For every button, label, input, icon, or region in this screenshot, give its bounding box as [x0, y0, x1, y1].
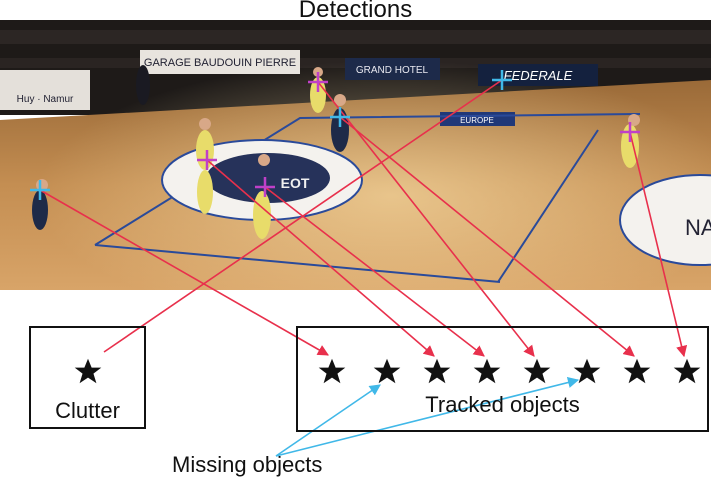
- basketball-court-photo: GARAGE BAUDOUIN PIERRE Huy · Namur GRAND…: [0, 20, 711, 290]
- banner-left-text: Huy · Namur: [17, 94, 74, 105]
- arrow-det-to-track: [39, 189, 329, 356]
- right-circle: [619, 174, 711, 266]
- diagram-title: Detections: [298, 0, 413, 23]
- center-logo: [206, 153, 330, 203]
- right-logo-text: NA: [685, 215, 711, 240]
- banner-garage: [140, 50, 300, 74]
- missing-arrows: [275, 377, 580, 457]
- arrow-det-to-track: [339, 116, 635, 357]
- banner-left: [0, 70, 90, 110]
- arrow-det-to-clutter: [103, 79, 503, 353]
- detections: [30, 70, 640, 200]
- banner-hotel: [345, 58, 440, 80]
- arrow-det-to-track: [206, 159, 435, 357]
- detection-marker-cyan: [30, 180, 50, 200]
- arrow-missing-to-track: [275, 377, 580, 457]
- tracked-objects-label: Tracked objects: [425, 392, 580, 417]
- missing-objects-label: Missing objects: [172, 452, 323, 477]
- arrow-det-to-track: [629, 131, 688, 358]
- detection-marker-magenta: [197, 150, 217, 170]
- arrow-det-to-track: [317, 81, 535, 357]
- court-image: GARAGE BAUDOUIN PIERRE Huy · Namur GRAND…: [0, 20, 711, 290]
- clutter-label: Clutter: [55, 398, 120, 423]
- center-logo-text: EOT: [281, 175, 310, 191]
- detection-marker-magenta: [620, 122, 640, 142]
- banner-hotel-text: GRAND HOTEL: [356, 65, 429, 76]
- tracked-objects-box: [296, 326, 709, 432]
- detection-marker-cyan: [492, 70, 512, 90]
- banner-federale-text: FEDERALE: [504, 68, 573, 83]
- banner-europe-text: EUROPE: [460, 116, 494, 125]
- arrow-missing-to-track: [275, 384, 381, 457]
- detection-marker-magenta: [255, 177, 275, 197]
- banner-garage-text: GARAGE BAUDOUIN PIERRE: [144, 57, 296, 69]
- detection-marker-magenta: [308, 72, 328, 92]
- detection-marker-cyan: [330, 107, 350, 127]
- association-arrows: [39, 79, 688, 358]
- clutter-box: [29, 326, 146, 429]
